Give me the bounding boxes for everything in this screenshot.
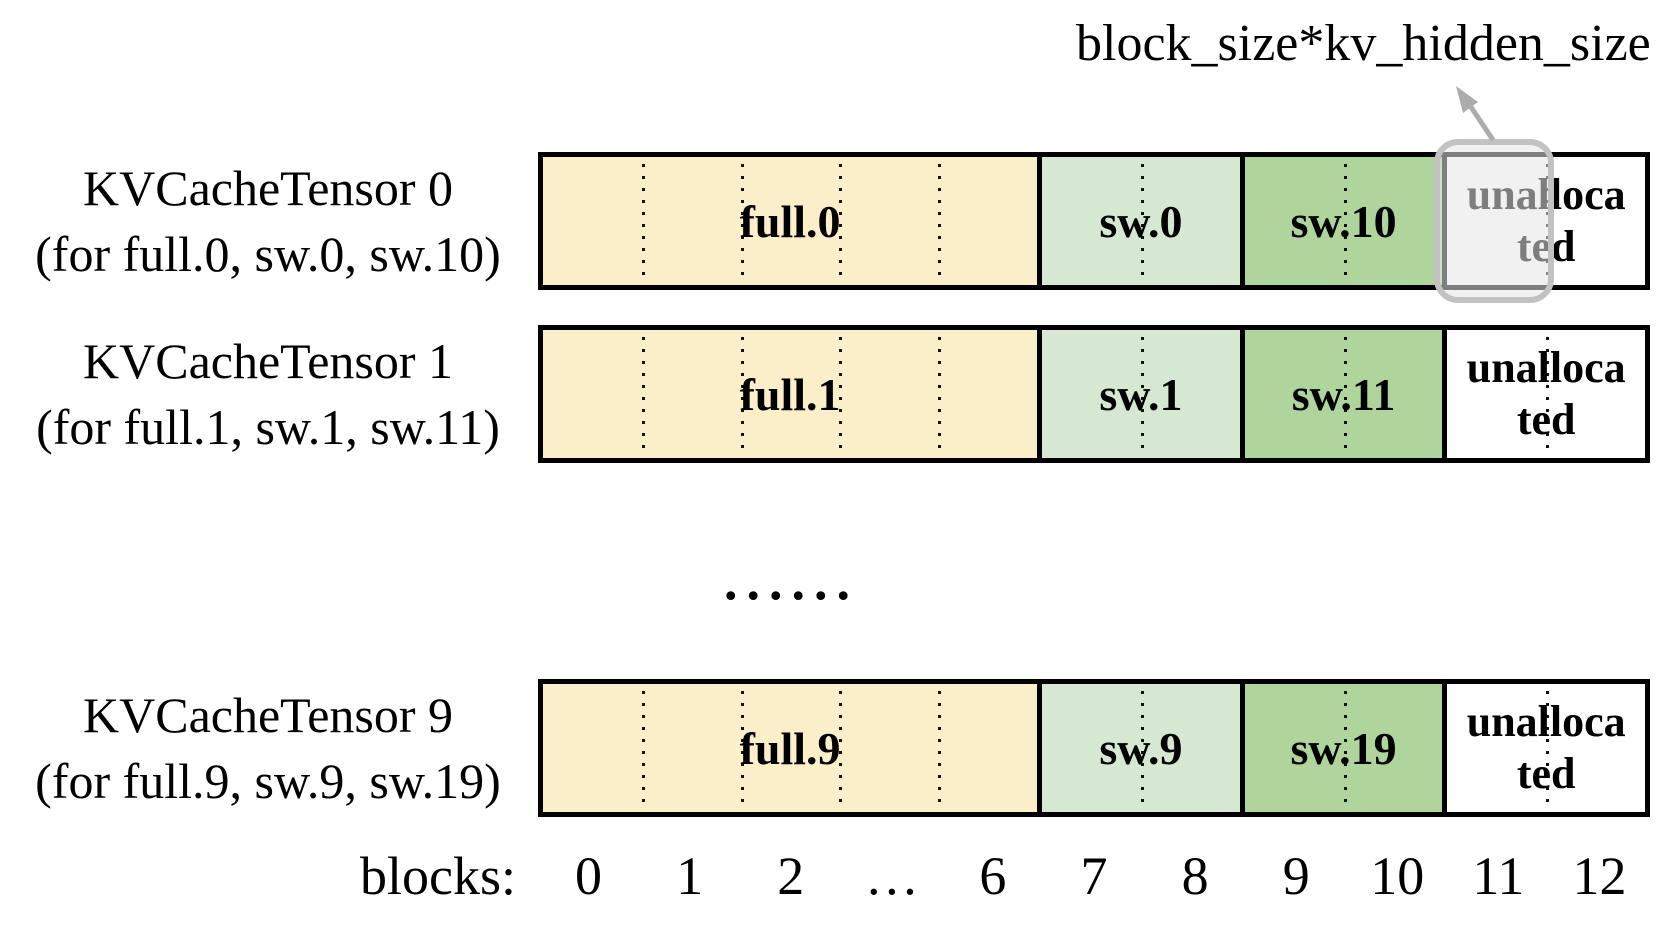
blocks-axis: 0 1 2 … 6 7 8 9 10 11 12 [538,845,1650,907]
block-divider-dotted [641,691,645,805]
axis-label: 9 [1282,846,1310,906]
block-divider-dotted [938,691,942,805]
section-label: sw.10 [1290,195,1397,247]
row-subtitle: (for full.9, sw.9, sw.19) [35,753,501,809]
row-subtitle: (for full.1, sw.1, sw.11) [36,399,500,455]
row-subtitle: (for full.0, sw.0, sw.10) [35,226,501,282]
block-divider-dotted [839,691,843,805]
block-divider-dotted [740,164,744,278]
section-full: full.9 [543,684,1038,812]
axis-prefix: blocks: [360,846,516,906]
section-sw2: sw.19 [1239,684,1443,812]
row-title: KVCacheTensor 9 [83,687,453,743]
section-sw: sw.1 [1037,330,1240,458]
section-sw2: sw.11 [1239,330,1443,458]
axis-label: 11 [1472,846,1525,906]
section-label: sw.19 [1290,722,1397,774]
block-divider-dotted [839,337,843,451]
block-divider-dotted [1140,164,1144,278]
section-label: sw.11 [1291,368,1396,420]
section-label: sw.0 [1099,195,1183,247]
section-label: full.9 [739,722,841,774]
row-label-tensor-1: KVCacheTensor 1 (for full.1, sw.1, sw.11… [18,325,518,463]
block-divider-dotted [1140,691,1144,805]
section-full: full.1 [543,330,1038,458]
axis-label: 8 [1181,846,1209,906]
block-divider-dotted [641,164,645,278]
block-divider-dotted [938,337,942,451]
section-sw2: sw.10 [1239,157,1443,285]
block-divider-dotted [1546,691,1550,805]
block-divider-dotted [1140,337,1144,451]
block-divider-dotted [938,164,942,278]
row-title: KVCacheTensor 0 [83,160,453,216]
axis-label: 0 [575,846,603,906]
section-label: sw.1 [1099,368,1183,420]
block-divider-dotted [641,337,645,451]
ellipsis: ...... [724,551,859,611]
section-full: full.0 [543,157,1038,285]
block-divider-dotted [1546,337,1550,451]
block-divider-dotted [839,164,843,278]
axis-label: 6 [979,846,1007,906]
section-label: full.1 [739,368,841,420]
row-label-tensor-9: KVCacheTensor 9 (for full.9, sw.9, sw.19… [18,679,518,817]
axis-label: … [864,846,919,906]
row-title: KVCacheTensor 1 [83,333,453,389]
highlight-box [1434,139,1554,303]
block-divider-dotted [1343,337,1347,451]
block-divider-dotted [1343,164,1347,278]
axis-label: 1 [676,846,704,906]
block-divider-dotted [740,337,744,451]
axis-label: 2 [777,846,805,906]
row-label-tensor-0: KVCacheTensor 0 (for full.0, sw.0, sw.10… [18,152,518,290]
axis-label: 12 [1572,846,1627,906]
section-label: sw.9 [1099,722,1183,774]
axis-label: 10 [1370,846,1425,906]
section-sw: sw.9 [1037,684,1240,812]
block-divider-dotted [1343,691,1347,805]
annotation-label: block_size*kv_hidden_size [1076,15,1651,72]
block-divider-dotted [740,691,744,805]
section-sw: sw.0 [1037,157,1240,285]
section-label: full.0 [739,195,841,247]
axis-label: 7 [1080,846,1108,906]
